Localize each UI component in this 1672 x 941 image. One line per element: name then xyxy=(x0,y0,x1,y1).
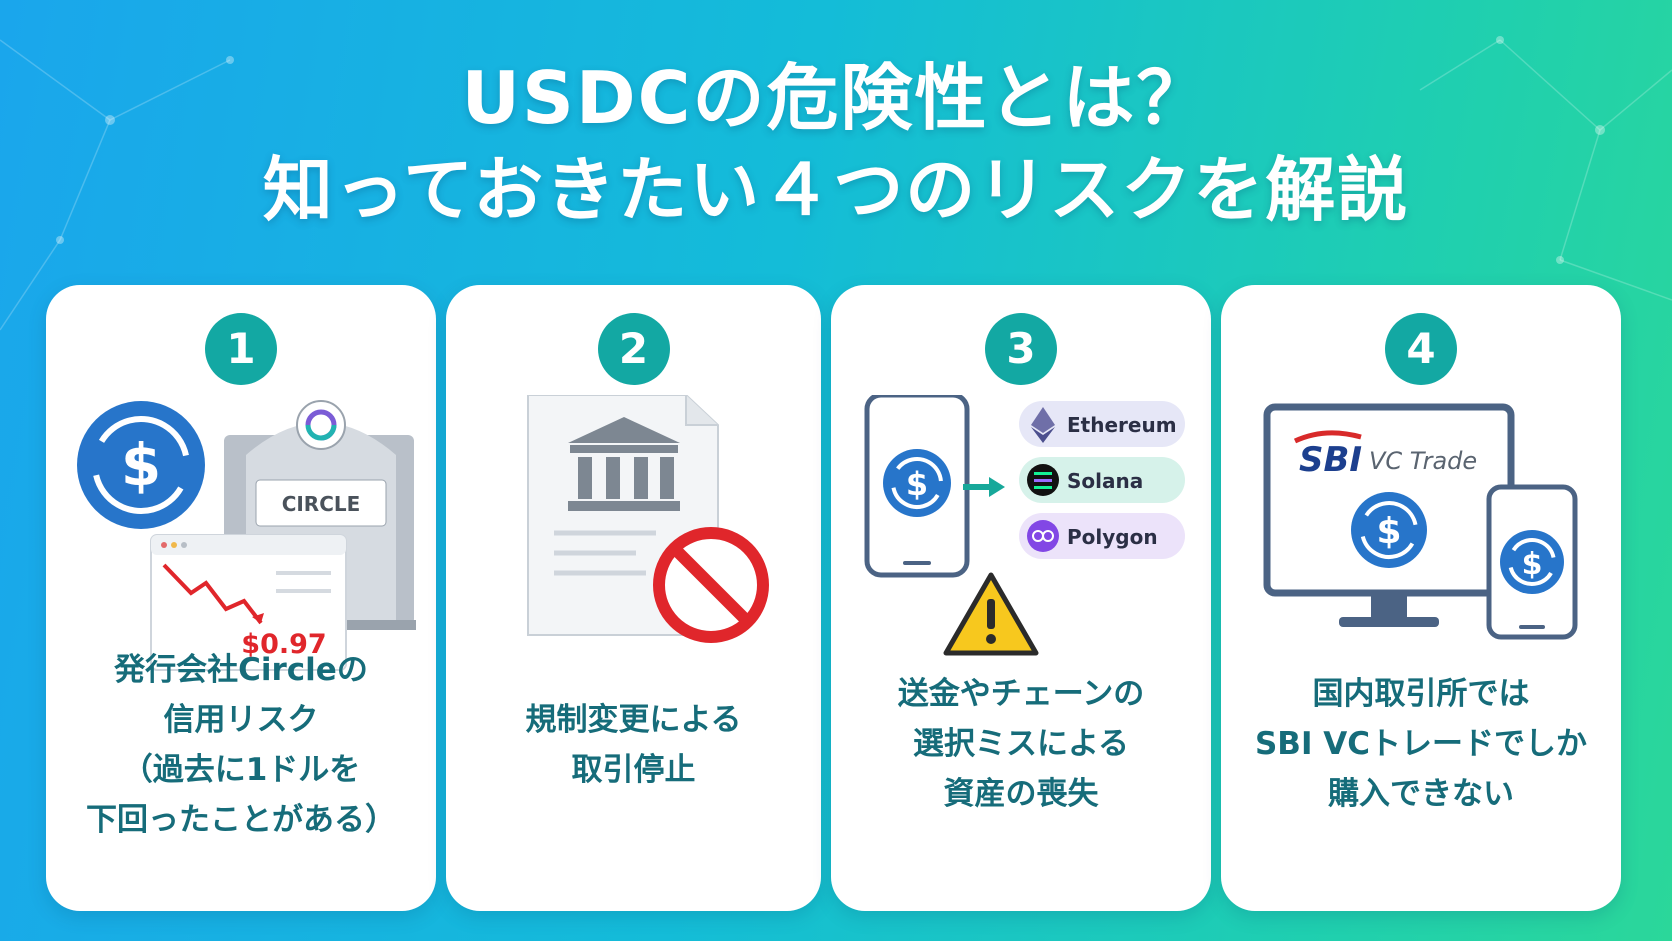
card-caption: 規制変更による 取引停止 xyxy=(525,702,742,788)
risk-card-3: 3 $ Ethereum Solana xyxy=(831,285,1211,911)
risk-card-4: 4 SBI VC Trade $ $ 国内取引所では SBI VCトレードでしか… xyxy=(1221,285,1621,911)
risk-card-1: 1 CIRCLE $ $0.97 xyxy=(46,285,436,911)
regulation-illustration xyxy=(527,395,769,643)
usdc-coin-icon: $ xyxy=(883,449,951,517)
usdc-coin-icon: $ xyxy=(1351,492,1427,568)
card-number-badge: 1 xyxy=(205,313,277,385)
credit-risk-illustration: CIRCLE $ $0.97 xyxy=(77,400,416,671)
page-title: USDCの危険性とは？ 知っておきたい４つのリスクを解説 xyxy=(0,52,1672,236)
card-number-badge: 4 xyxy=(1385,313,1457,385)
price-label: $0.97 xyxy=(241,629,326,660)
prohibited-icon xyxy=(653,527,769,643)
svg-text:$: $ xyxy=(906,465,928,503)
chain-solana: Solana xyxy=(1019,457,1185,503)
chain-ethereum: Ethereum xyxy=(1019,401,1185,447)
card-number-badge: 3 xyxy=(985,313,1057,385)
building-label: CIRCLE xyxy=(282,492,361,516)
svg-text:$: $ xyxy=(121,431,161,499)
card-number-badge: 2 xyxy=(597,313,670,385)
risk-card-2: 2 規制変更による 取引停止 xyxy=(446,285,821,911)
svg-text:$: $ xyxy=(1522,547,1543,582)
usdc-coin-icon: $ xyxy=(77,401,205,529)
card-caption: 発行会社Circleの 信用リスク （過去に1ドルを 下回ったことがある） xyxy=(86,652,396,838)
card-caption: 送金やチェーンの 選択ミスによる 資産の喪失 xyxy=(897,676,1145,812)
warning-icon xyxy=(943,572,1039,656)
arrow-right-icon xyxy=(963,477,1005,497)
title-line-1: USDCの危険性とは？ xyxy=(461,56,1211,140)
price-drop-chart-icon: $0.97 xyxy=(150,534,347,671)
title-line-2: 知っておきたい４つのリスクを解説 xyxy=(262,149,1410,231)
chain-selection-illustration: $ Ethereum Solana Polygon xyxy=(864,395,1185,656)
bank-icon xyxy=(568,417,680,511)
svg-text:Polygon: Polygon xyxy=(1067,525,1158,549)
svg-text:$: $ xyxy=(1376,511,1401,552)
svg-text:Solana: Solana xyxy=(1067,469,1143,493)
card-caption: 国内取引所では SBI VCトレードでしか 購入できない xyxy=(1254,676,1588,812)
usdc-coin-icon: $ xyxy=(1500,530,1564,594)
svg-text:Ethereum: Ethereum xyxy=(1067,413,1177,437)
chain-polygon: Polygon xyxy=(1019,513,1185,559)
brand-sub: VC Trade xyxy=(1369,447,1477,475)
brand-main: SBI xyxy=(1299,440,1362,480)
exchange-illustration: SBI VC Trade $ $ xyxy=(1263,403,1578,640)
